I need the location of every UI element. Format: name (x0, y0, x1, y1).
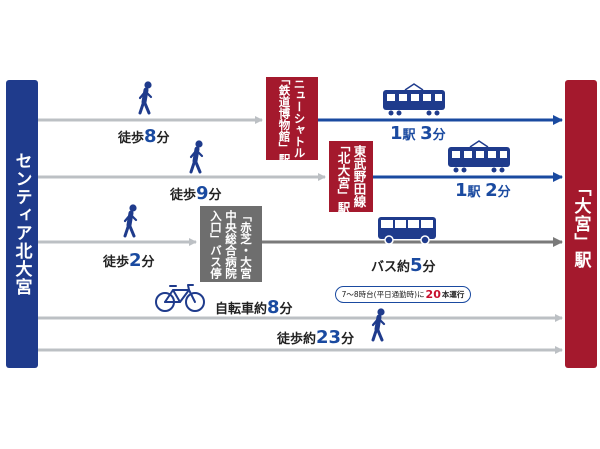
walking-person-icon (123, 204, 138, 238)
walking-person-icon (189, 140, 204, 174)
route-3-walk-time: 徒歩2分 (103, 250, 155, 271)
bus-stop-line-2: 中央総合病院 (224, 209, 238, 279)
station-line: 東武野田線 (351, 145, 367, 208)
station-name: 「北大宮」駅 (335, 139, 351, 214)
route-3-bus-time: バス約5分 (371, 255, 436, 276)
destination-label: 「大宮」駅 (570, 179, 591, 269)
bus-stop-box: 「赤芝・大宮 中央総合病院 入口」バス停 (200, 206, 262, 282)
bus-stop-line-3: 入口」バス停 (209, 209, 223, 279)
route-1-walk-time: 徒歩8分 (118, 126, 170, 147)
bicycle-icon (155, 284, 205, 312)
origin-label: センティア北大宮 (11, 152, 32, 296)
walking-person-icon (138, 81, 153, 115)
bus-icon (378, 217, 436, 245)
station-name: 「鉄道博物館」駅 (277, 72, 292, 165)
route-5-walk-time: 徒歩約23分 (277, 327, 355, 348)
train-icon (448, 140, 510, 173)
route-1-rail-time: 1駅 3分 (390, 123, 446, 144)
route-4-bike-time: 自転車約8分 (215, 297, 293, 318)
station-line: ニューシャトル (292, 78, 307, 159)
train-icon (383, 83, 445, 116)
route-2-rail-time: 1駅 2分 (455, 180, 511, 201)
bus-stop-line-1: 「赤芝・大宮 (239, 209, 253, 279)
origin-pillar: センティア北大宮 (6, 80, 38, 368)
route-2-walk-time: 徒歩9分 (170, 183, 222, 204)
station-box-tetsudo-hakubutsukan: ニューシャトル 「鉄道博物館」駅 (266, 73, 318, 165)
walking-person-icon (371, 308, 386, 342)
station-box-kita-omiya: 東武野田線 「北大宮」駅 (329, 139, 373, 214)
destination-pillar: 「大宮」駅 (565, 80, 597, 368)
